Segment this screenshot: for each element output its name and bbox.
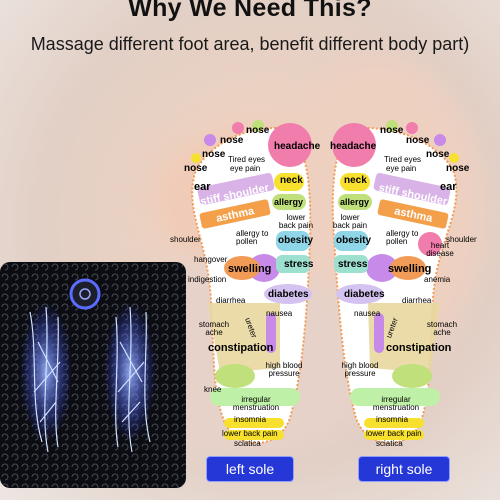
zone-high-blood-pressure: high blood pressure <box>265 361 303 378</box>
zone-nose-mid: nose <box>406 135 430 146</box>
zone-constipation: constipation <box>208 342 274 354</box>
mat-illustration: · <box>0 262 186 488</box>
mat-left-foot <box>20 302 72 453</box>
zone-insomnia: insomnia <box>234 415 267 424</box>
right-sole-outline <box>331 120 459 445</box>
zone-shoulder: shoulder <box>446 235 477 244</box>
left-sole-label: left sole <box>206 456 294 482</box>
zone-nose-top: nose <box>380 125 404 136</box>
zone-diarrhea: diarrhea <box>402 296 432 305</box>
zone-nose-mid: nose <box>220 135 244 146</box>
mat-control-button <box>69 278 101 310</box>
zone-nose-outer: nose <box>184 163 208 174</box>
zone-insomnia: insomnia <box>376 415 409 424</box>
massage-mat: · <box>0 262 186 488</box>
zone-allergy-to-pollen: allergy to pollen <box>386 229 419 246</box>
zone-nose-small: nose <box>202 149 226 160</box>
zone-sciatica: sciatica <box>234 439 261 448</box>
zone-diarrhea: diarrhea <box>216 296 246 305</box>
zone-swelling: swelling <box>228 263 272 275</box>
zone-ear: ear <box>440 181 457 193</box>
zone-high-blood-pressure: high blood pressure <box>341 361 379 378</box>
zone-lower-back-pain-heel: lower back pain <box>222 429 278 438</box>
zone-stress: stress <box>338 259 368 270</box>
zone-shoulder: shoulder <box>170 235 201 244</box>
left-sole-chart: nose nose nose nose headache Tired eyes … <box>170 118 321 458</box>
right-sole-chart: nose nose nose nose headache Tired eyes … <box>330 118 480 458</box>
zone-nausea: nausea <box>266 309 293 318</box>
zone-obesity: obesity <box>278 235 314 246</box>
zone-tired-eyes: Tired eyes <box>384 155 422 164</box>
zone-knee: knee <box>204 385 222 394</box>
zone-ear: ear <box>194 181 211 193</box>
zone-headache: headache <box>274 141 321 152</box>
right-sole-label: right sole <box>358 456 450 482</box>
zone-nausea: nausea <box>354 309 381 318</box>
zone-headache: headache <box>330 141 377 152</box>
zone-constipation: constipation <box>386 342 452 354</box>
zone-anemia: anemia <box>424 275 451 284</box>
zone-eye-pain: eye pain <box>230 164 261 173</box>
zone-neck: neck <box>280 175 303 186</box>
zone-lower-back-pain: lower back pain <box>332 213 368 230</box>
zone-lower-back-pain: lower back pain <box>278 213 314 230</box>
zone-neck: neck <box>344 175 367 186</box>
zone-swelling: swelling <box>388 263 432 275</box>
zone-indigestion: indigestion <box>188 275 227 284</box>
zone-heart-disease: heart disease <box>426 241 454 258</box>
page-subtitle: Massage different foot area, benefit dif… <box>30 34 470 54</box>
zone-hangover: hangover <box>194 255 228 264</box>
zone-allergy: allergy <box>274 197 304 207</box>
zone-sciatica: sciatica <box>376 439 403 448</box>
zone-stress: stress <box>284 259 314 270</box>
zone-allergy: allergy <box>340 197 370 207</box>
zone-stomach-ache: stomach ache <box>198 320 230 337</box>
mat-right-foot <box>104 302 156 453</box>
zone-diabetes: diabetes <box>268 289 309 300</box>
zone-tired-eyes: Tired eyes <box>228 155 266 164</box>
zone-diabetes: diabetes <box>344 289 385 300</box>
zone-nose-outer: nose <box>446 163 470 174</box>
zone-obesity: obesity <box>336 235 372 246</box>
zone-nose-top: nose <box>246 125 270 136</box>
page-title: Why We Need This? <box>128 0 372 22</box>
zone-irregular-menstruation: irregular menstruation <box>232 395 280 412</box>
zone-allergy-to-pollen: allergy to pollen <box>236 229 269 246</box>
zone-nose-small: nose <box>426 149 450 160</box>
left-sole-outline <box>191 120 312 445</box>
zone-stomach-ache: stomach ache <box>426 320 458 337</box>
zone-eye-pain: eye pain <box>386 164 417 173</box>
svg-text:·: · <box>84 468 86 474</box>
zone-lower-back-pain-heel: lower back pain <box>366 429 422 438</box>
zone-irregular-menstruation: irregular menstruation <box>372 395 420 412</box>
